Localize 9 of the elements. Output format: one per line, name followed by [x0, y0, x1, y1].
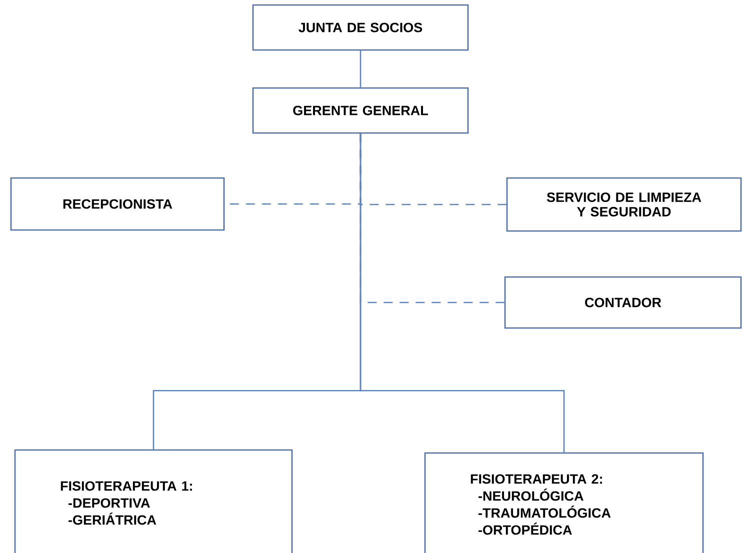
connector-line — [360, 50, 362, 88]
org-box: SERVICIO DE LIMPIEZA Y SEGURIDAD — [506, 177, 742, 232]
org-box: RECEPCIONISTA — [10, 177, 225, 231]
org-box: FISIOTERAPEUTA 2: -NEUROLÓGICA -TRAUMATOLÓGICA -ORTOPÉDICA — [424, 452, 704, 553]
org-box: JUNTA DE SOCIOS — [252, 4, 469, 51]
org-box: CONTADOR — [504, 276, 742, 329]
connector-line — [360, 134, 565, 452]
org-box: GERENTE GENERAL — [252, 87, 469, 134]
org-box: FISIOTERAPEUTA 1: -DEPORTIVA -GERIÁTRICA — [14, 449, 293, 553]
